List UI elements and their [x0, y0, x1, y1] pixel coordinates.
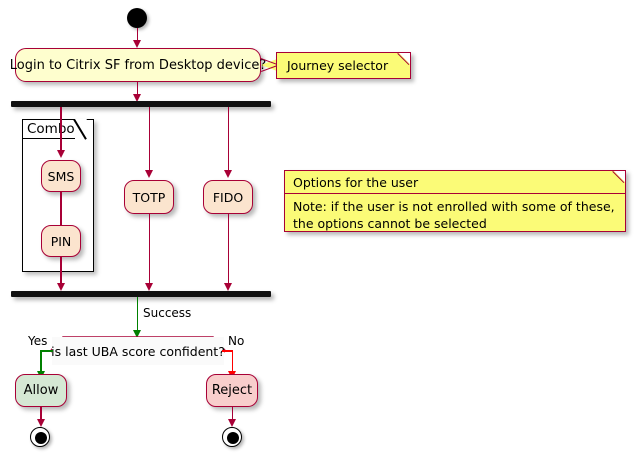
arrowhead-fido-to-join — [224, 283, 232, 291]
end-node-reject — [222, 427, 242, 447]
activity-totp-label: TOTP — [132, 189, 166, 205]
activity-allow[interactable]: Allow — [15, 374, 67, 407]
arrowhead-totp-to-join — [145, 283, 153, 291]
edge-label-success: Success — [143, 306, 192, 320]
activity-pin-label: PIN — [50, 233, 72, 249]
start-node — [127, 8, 147, 28]
arrowhead-fork-to-fido — [224, 170, 232, 178]
edge-decision-yes-vertical — [40, 350, 42, 375]
edge-fork-to-sms — [60, 107, 62, 152]
join-bar — [11, 291, 271, 297]
edge-decision-no-horizontal — [222, 350, 233, 352]
activity-reject[interactable]: Reject — [206, 374, 258, 407]
partition-combo — [22, 119, 94, 272]
arrowhead-start-to-login — [133, 40, 141, 48]
edge-label-no: No — [228, 334, 245, 348]
partition-combo-tab: Combo — [22, 119, 87, 139]
note-options-title: Options for the user — [285, 171, 625, 194]
activity-fido-label: FIDO — [212, 189, 244, 205]
note-options-for-user: Options for the user Note: if the user i… — [284, 170, 626, 232]
note-fold-corner-icon — [399, 53, 410, 64]
edge-decision-no-vertical — [231, 350, 234, 375]
note-journey-pointer-wrap — [261, 59, 277, 71]
fork-bar — [11, 101, 271, 107]
activity-fido[interactable]: FIDO — [203, 180, 253, 214]
partition-tab-fold-icon — [74, 119, 87, 139]
arrowhead-pin-to-join — [56, 283, 65, 291]
edge-join-to-decision — [136, 297, 139, 332]
activity-sms[interactable]: SMS — [41, 160, 81, 192]
note-options-body-line2: the options cannot be selected — [293, 215, 487, 231]
activity-allow-label: Allow — [23, 383, 59, 398]
partition-combo-label: Combo — [27, 121, 75, 137]
note-journey-selector: Journey selector — [276, 52, 411, 79]
edge-allow-to-end — [40, 407, 42, 421]
arrowhead-allow-to-end — [36, 419, 45, 427]
arrowhead-join-to-decision — [133, 330, 141, 338]
edge-fork-to-fido — [227, 107, 230, 172]
activity-login-citrix-sf[interactable]: Login to Citrix SF from Desktop device? — [10, 48, 266, 82]
note-pointer-icon — [261, 59, 277, 71]
edge-sms-to-pin — [60, 192, 62, 225]
arrowhead-login-to-fork — [133, 94, 141, 102]
edge-totp-to-join — [148, 214, 151, 284]
arrowhead-fork-to-sms — [56, 150, 65, 158]
edge-label-yes: Yes — [28, 334, 48, 348]
note-options-fold-corner-icon — [614, 171, 625, 182]
edge-pin-to-join — [60, 257, 62, 284]
end-node-allow — [30, 427, 50, 447]
activity-pin[interactable]: PIN — [41, 225, 81, 257]
activity-sms-label: SMS — [47, 168, 75, 184]
note-journey-text: Journey selector — [287, 58, 389, 73]
edge-reject-to-end — [231, 407, 234, 421]
activity-login-label: Login to Citrix SF from Desktop device? — [9, 57, 267, 73]
note-options-body: Note: if the user is not enrolled with s… — [285, 194, 625, 237]
decision-label: is last UBA score confident? — [51, 343, 225, 359]
edge-fido-to-join — [227, 214, 230, 284]
edge-decision-yes-horizontal — [40, 350, 53, 352]
edge-fork-to-totp — [148, 107, 151, 172]
activity-totp[interactable]: TOTP — [124, 180, 174, 214]
arrowhead-reject-to-end — [228, 419, 236, 427]
arrowhead-fork-to-totp — [145, 170, 153, 178]
edge-start-to-login — [136, 28, 139, 42]
note-options-body-line1: Note: if the user is not enrolled with s… — [293, 199, 615, 214]
decision-uba-score[interactable]: is last UBA score confident? — [51, 337, 225, 365]
activity-reject-label: Reject — [211, 383, 253, 398]
edge-login-to-fork — [136, 82, 139, 96]
